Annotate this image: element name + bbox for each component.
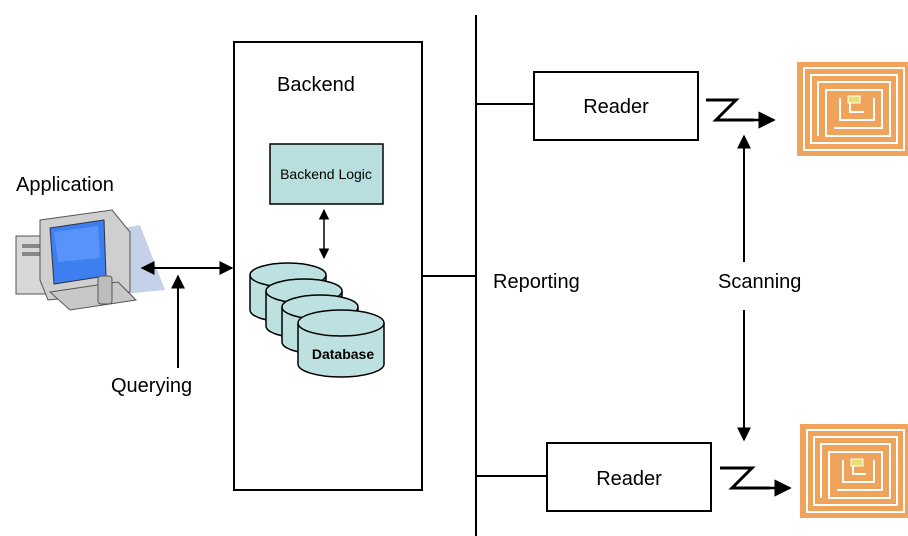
reader-bottom-label: Reader [596,468,662,490]
wireless-signal-icon-bottom [720,466,792,497]
reader-top-label: Reader [583,96,649,118]
scanning-label: Scanning [718,271,801,293]
reporting-label: Reporting [493,271,580,293]
backend-logic-box [269,143,384,205]
backend-label: Backend [277,74,355,96]
computer-icon [15,209,165,311]
rfid-tag-icon-top [797,62,908,156]
database-label: Database [312,346,374,362]
database-icon [249,262,385,378]
reader-bottom-box [546,442,712,512]
reader-top-box [533,71,699,141]
querying-label: Querying [111,375,192,397]
application-label: Application [16,174,114,196]
backend-logic-label: Backend Logic [280,166,372,182]
rfid-tag-icon-bottom [800,424,908,518]
wireless-signal-icon-top [706,98,776,129]
